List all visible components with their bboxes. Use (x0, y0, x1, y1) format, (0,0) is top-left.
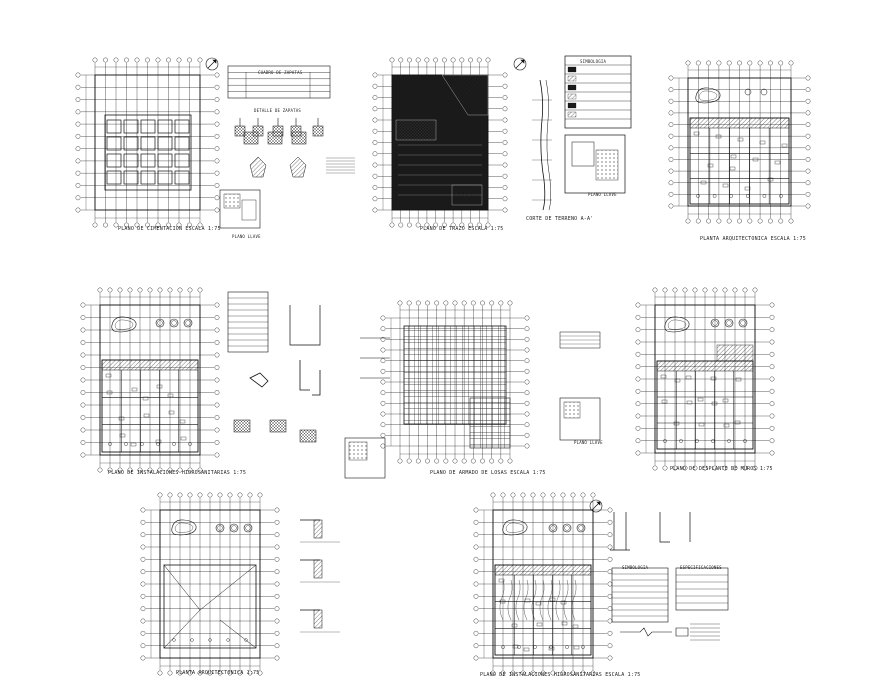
hydrosanitary-keyplan-1 (344, 437, 386, 479)
architectural-plan-1-drawing (668, 60, 811, 224)
symbology-keyplan-caption: PLANO LLAVE (588, 192, 617, 197)
hydrosanitary-details-1 (227, 291, 321, 443)
footing-table-title: CUADRO DE ZAPATAS (258, 70, 303, 75)
foundation-plan-caption: PLANO DE CIMENTACION ESCALA 1:75 (118, 226, 221, 232)
layout-plan-caption: PLANO DE TRAZO ESCALA 1:75 (420, 226, 504, 232)
hydrosanitary-symbology-table (611, 567, 669, 623)
slab-reinforcement-drawing (360, 300, 530, 464)
footing-details (234, 118, 355, 178)
footing-table (227, 65, 331, 99)
hydrosanitary-plan-1-caption: PLANO DE INSTALACIONES HIDROSANITARIAS 1… (108, 470, 247, 476)
slab-table (559, 331, 601, 349)
hydrosanitary-specs-title: ESPECIFICACIONES (680, 565, 722, 570)
slab-keyplan (559, 397, 601, 441)
symbology-keyplan (564, 134, 626, 194)
foundation-plan-drawing (75, 57, 220, 228)
hydrosanitary-symbology-title: SIMBOLOGIA (622, 565, 649, 570)
wall-layout-plan-drawing (635, 287, 775, 471)
slab-reinforcement-caption: PLANO DE ARMADO DE LOSAS ESCALA 1:75 (430, 470, 546, 476)
hydrosanitary-plan-2-drawing (473, 492, 613, 676)
riser-diagram (620, 623, 720, 641)
roof-details (300, 519, 340, 633)
hydrosanitary-plan-1-drawing (80, 287, 220, 473)
symbology-title: SIMBOLOGIA (580, 59, 607, 64)
footing-details-title: DETALLE DE ZAPATAS (254, 108, 301, 113)
architectural-plan-2-drawing (140, 492, 280, 676)
hydrosanitary-specs-table (675, 567, 729, 611)
foundation-keyplan-caption: PLANO LLAVE (232, 234, 261, 239)
terrain-section-caption: CORTE DE TERRENO A-A' (526, 216, 594, 222)
wall-layout-caption: PLANO DE DESPLANTE DE MUROS 1:75 (670, 466, 773, 472)
architectural-plan-2-caption: PLANTA ARQUITECTONICA 1:75 (176, 670, 260, 676)
terrain-section-drawing (532, 79, 552, 211)
hydrosanitary-plan-2-caption: PLANO DE INSTALACIONES HIDROSANITARIAS E… (480, 672, 641, 678)
architectural-plan-1-caption: PLANTA ARQUITECTONICA ESCALA 1:75 (700, 236, 806, 242)
hydrosanitary-details-2 (610, 512, 691, 551)
symbology-table (564, 55, 632, 129)
layout-plan-drawing (372, 57, 527, 228)
foundation-keyplan (219, 189, 261, 229)
slab-keyplan-caption: PLANO LLAVE (574, 440, 603, 445)
